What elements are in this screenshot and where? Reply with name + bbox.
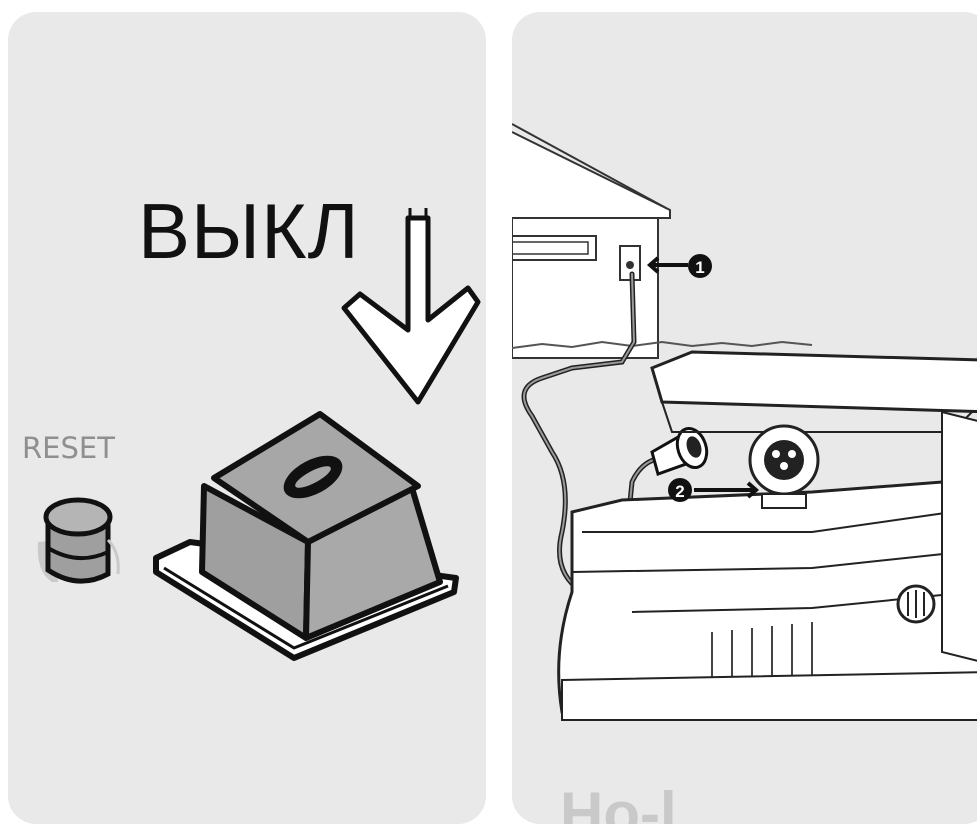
right-panel: 1 [512, 12, 977, 824]
height-knob-icon [898, 586, 934, 622]
left-illustration [8, 12, 486, 812]
callout-number-2: 2 [675, 482, 684, 501]
off-label: ВЫКЛ [138, 192, 360, 270]
dock-hood [652, 352, 977, 412]
right-illustration: 1 [512, 12, 977, 812]
down-arrow-outline-icon [344, 218, 478, 402]
reset-button-icon [38, 500, 119, 582]
reset-label: RESET [22, 434, 115, 463]
house-window [512, 236, 596, 260]
house-roof [512, 132, 670, 218]
left-panel: ВЫКЛ RESET [8, 12, 486, 824]
dock-base [562, 672, 977, 720]
callout-number-1: 1 [695, 258, 704, 277]
callout-arrow-1 [650, 258, 688, 272]
bottom-hint-text: Ho-l [560, 784, 677, 824]
